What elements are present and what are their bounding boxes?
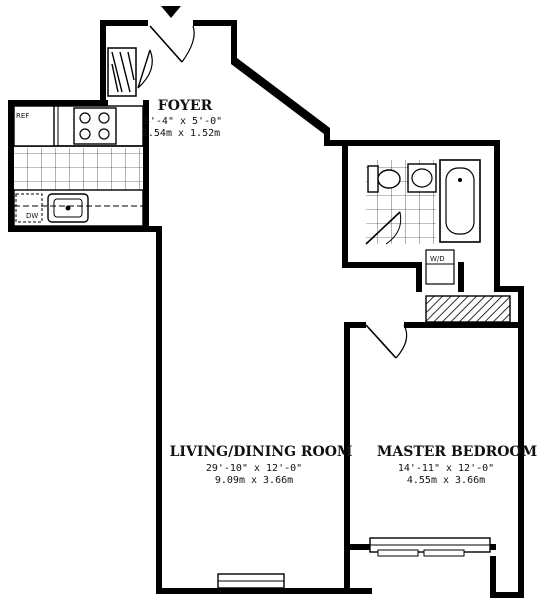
refrigerator xyxy=(13,105,55,147)
foyer-dim-imperial: 8'-4" x 5'-0" xyxy=(144,116,222,127)
entrance-arrow xyxy=(161,6,181,18)
kitchen: REF DW xyxy=(13,105,144,227)
foyer-dim-metric: 2.54m x 1.52m xyxy=(142,128,220,139)
foyer-name: FOYER xyxy=(158,98,213,114)
bedroom-window xyxy=(377,549,419,557)
stove xyxy=(73,107,117,145)
windows xyxy=(217,537,491,589)
bedroom-dim-imperial: 14'-11" x 12'-0" xyxy=(398,463,494,474)
refrigerator-label: REF xyxy=(16,112,29,120)
washer-dryer-label: W/D xyxy=(430,255,445,263)
living-label: LIVING/DINING ROOM 29'-10" x 12'-0" 9.09… xyxy=(170,444,353,486)
bedroom-label: MASTER BEDROOM 14'-11" x 12'-0" 4.55m x … xyxy=(377,444,537,486)
foyer-label: FOYER 8'-4" x 5'-0" 2.54m x 1.52m xyxy=(142,98,222,139)
foyer-closet xyxy=(107,47,153,97)
bathtub xyxy=(439,159,481,243)
bedroom-door xyxy=(365,324,408,359)
bedroom-window-2 xyxy=(423,549,465,557)
bathroom xyxy=(348,146,494,262)
dishwasher-label: DW xyxy=(26,212,38,220)
bedroom-dim-metric: 4.55m x 3.66m xyxy=(407,475,485,486)
living-dim-imperial: 29'-10" x 12'-0" xyxy=(206,463,302,474)
lavatory xyxy=(407,163,437,193)
bedroom-closet xyxy=(425,295,511,323)
toilet xyxy=(367,165,401,193)
dishwasher xyxy=(15,193,43,223)
entry-door xyxy=(149,25,195,63)
washer-dryer: W/D xyxy=(425,249,455,285)
bedroom-name: MASTER BEDROOM xyxy=(377,444,537,460)
living-name: LIVING/DINING ROOM xyxy=(170,444,353,460)
living-dim-metric: 9.09m x 3.66m xyxy=(215,475,293,486)
